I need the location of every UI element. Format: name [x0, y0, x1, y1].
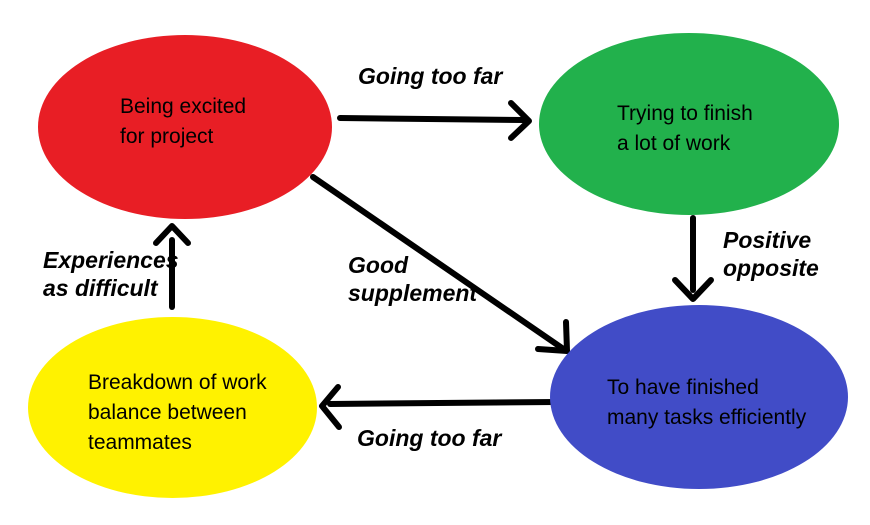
- node-trying-to-finish-label: Trying to finish a lot of work: [617, 99, 753, 159]
- edge-label-line: supplement: [348, 280, 478, 306]
- node-text-line: teammates: [88, 431, 192, 454]
- node-text-line: Trying to finish: [617, 102, 753, 125]
- arrow-excited-to-trying: [337, 100, 532, 141]
- arrow-finished-to-breakdown: [319, 384, 559, 430]
- node-text-line: balance between: [88, 401, 247, 424]
- node-breakdown-of-work: Breakdown of work balance between teamma…: [28, 317, 317, 498]
- edge-label-line: Experiences: [43, 247, 179, 273]
- node-breakdown-of-work-label: Breakdown of work balance between teamma…: [88, 368, 267, 458]
- edge-label-line: Good: [348, 252, 409, 278]
- edge-label-line: as difficult: [43, 275, 158, 301]
- edge-label-line: Going too far: [358, 63, 503, 89]
- node-being-excited-label: Being excited for project: [120, 92, 246, 152]
- node-text-line: a lot of work: [617, 132, 731, 155]
- node-text-line: Being excited: [120, 95, 247, 118]
- arrow-trying-to-finished: [672, 215, 714, 302]
- node-text-line: To have finished: [607, 376, 759, 399]
- node-text-line: many tasks efficiently: [607, 406, 807, 429]
- node-text-line: Breakdown of work: [88, 371, 267, 394]
- node-being-excited: Being excited for project: [38, 35, 332, 219]
- edge-label-line: Positive: [723, 227, 812, 253]
- edge-label-line: Going too far: [357, 425, 502, 451]
- edge-label-going-too-far-top: Going too far: [358, 62, 502, 90]
- node-finished-tasks: To have finished many tasks efficiently: [550, 305, 848, 489]
- edge-label-going-too-far-bottom: Going too far: [357, 424, 501, 452]
- node-finished-tasks-label: To have finished many tasks efficiently: [607, 373, 806, 433]
- edge-label-good-supplement: Good supplement: [348, 251, 477, 307]
- edge-label-experiences-as-difficult: Experiences as difficult: [43, 246, 179, 302]
- node-trying-to-finish: Trying to finish a lot of work: [539, 33, 839, 215]
- edge-label-line: opposite: [723, 255, 819, 281]
- edge-label-positive-opposite: Positive opposite: [723, 226, 819, 282]
- arrow-excited-to-finished: [310, 174, 570, 354]
- arrow-breakdown-to-excited: [153, 223, 191, 310]
- node-text-line: for project: [120, 125, 214, 148]
